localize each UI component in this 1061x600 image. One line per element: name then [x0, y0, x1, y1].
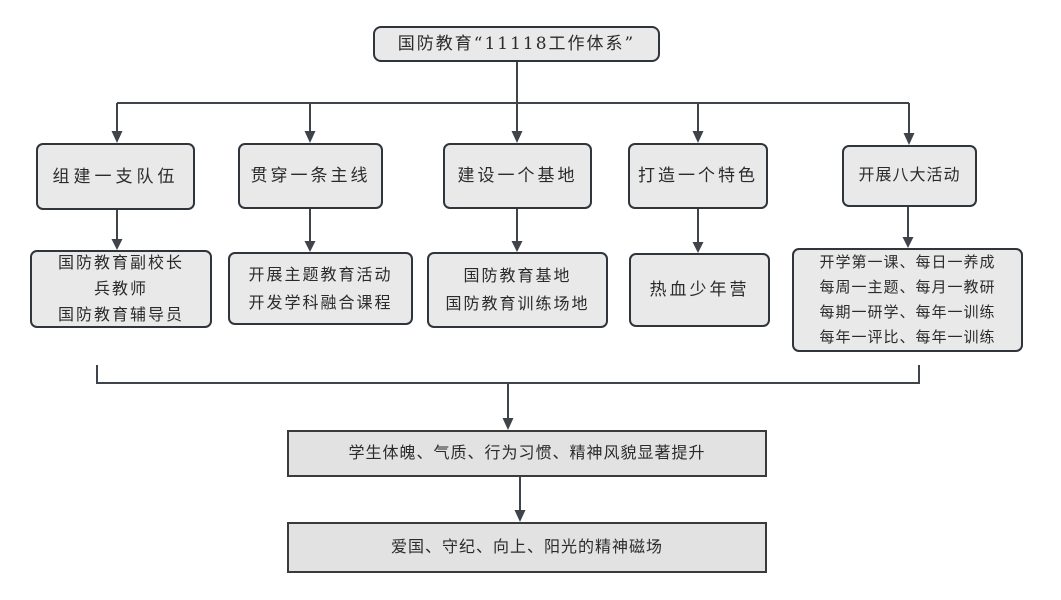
- node-branch-feature: 打造一个特色: [628, 143, 768, 209]
- detail-line: 国防教育副校长: [57, 253, 184, 272]
- node-branch-activities: 开展八大活动: [842, 145, 977, 207]
- detail-line: 每周一主题、每月一教研: [819, 278, 996, 296]
- branch-label: 建设一个基地: [457, 166, 578, 186]
- detail-line: 每年一评比、每年一训练: [819, 328, 996, 346]
- node-branch-base: 建设一个基地: [443, 143, 592, 209]
- branch-label: 组建一支队伍: [52, 166, 179, 187]
- arrowhead-drop-1: [111, 131, 123, 143]
- root-title-label: 国防教育“11118工作体系”: [397, 34, 636, 54]
- arrowhead-drop-3: [511, 131, 523, 143]
- node-detail-base: 国防教育基地 国防教育训练场地: [427, 252, 608, 328]
- outcome-label: 爱国、守纪、向上、阳光的精神磁场: [390, 538, 663, 556]
- detail-line: 国防教育辅导员: [57, 305, 184, 324]
- outcome-label: 学生体魄、气质、行为习惯、精神风貌显著提升: [348, 444, 706, 462]
- branch-label: 贯穿一条主线: [250, 166, 371, 186]
- arrowhead-drop-5: [903, 133, 915, 145]
- detail-line: 开发学科融合课程: [248, 292, 393, 312]
- arrowhead-outcome: [514, 510, 526, 522]
- node-branch-team: 组建一支队伍: [36, 143, 195, 210]
- branch-label: 打造一个特色: [638, 166, 758, 186]
- detail-line: 兵教师: [93, 279, 148, 298]
- arrowhead-drop-2: [304, 131, 316, 143]
- node-detail-activities: 开学第一课、每日一养成 每周一主题、每月一教研 每期一研学、每年一训练 每年一评…: [792, 248, 1023, 352]
- detail-line: 开展主题教育活动: [248, 264, 393, 284]
- arrowhead-detail-2: [304, 241, 316, 252]
- node-outcome-spirit: 爱国、守纪、向上、阳光的精神磁场: [287, 522, 767, 573]
- detail-line: 热血少年营: [649, 280, 750, 300]
- detail-line: 国防教育基地: [463, 266, 572, 285]
- arrowhead-gather: [502, 418, 514, 430]
- detail-line: 开学第一课、每日一养成: [819, 253, 996, 271]
- connector-gather-bracket: [96, 365, 920, 384]
- detail-line: 国防教育训练场地: [445, 294, 590, 313]
- node-detail-team: 国防教育副校长 兵教师 国防教育辅导员: [30, 250, 212, 328]
- node-root-title: 国防教育“11118工作体系”: [373, 26, 660, 62]
- branch-label: 开展八大活动: [858, 167, 961, 184]
- arrowhead-detail-3: [511, 241, 523, 252]
- arrowhead-detail-5: [902, 237, 914, 248]
- arrowhead-detail-1: [111, 239, 123, 250]
- arrowhead-detail-4: [692, 242, 704, 253]
- arrowhead-drop-4: [692, 131, 704, 143]
- node-branch-mainline: 贯穿一条主线: [238, 143, 383, 209]
- node-outcome-improvement: 学生体魄、气质、行为习惯、精神风貌显著提升: [287, 430, 767, 477]
- node-detail-feature: 热血少年营: [629, 253, 770, 327]
- detail-line: 每期一研学、每年一训练: [819, 303, 996, 321]
- node-detail-mainline: 开展主题教育活动 开发学科融合课程: [228, 252, 413, 325]
